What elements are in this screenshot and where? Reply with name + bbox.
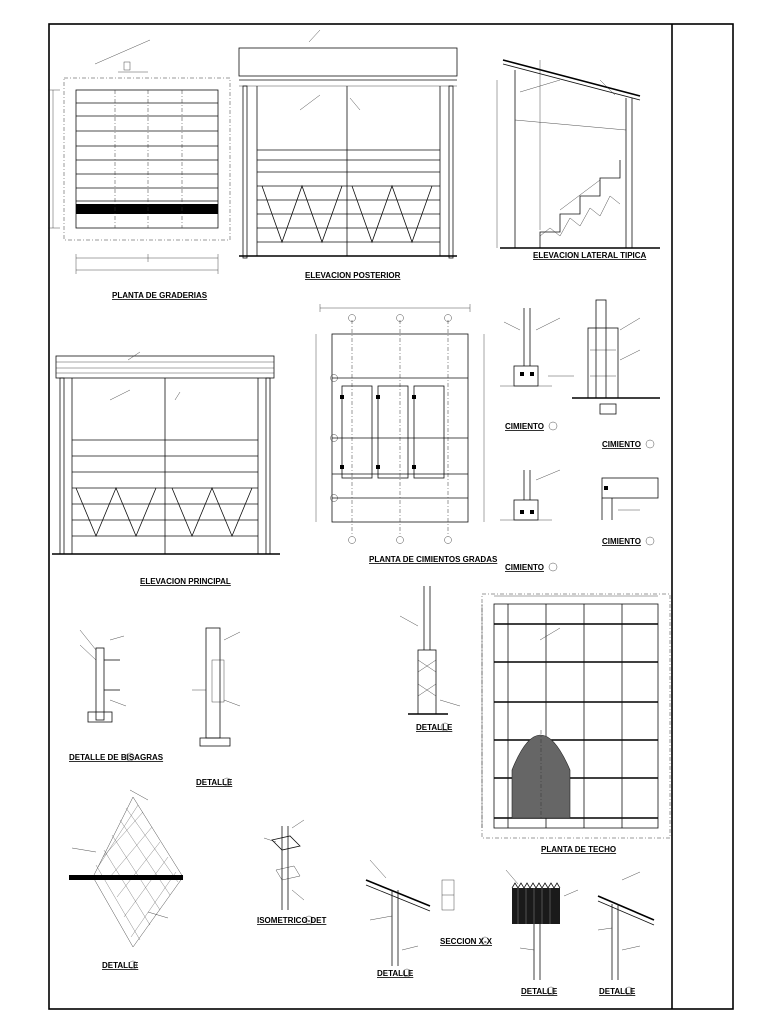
cimiento-1-title: CIMIENTO bbox=[505, 422, 544, 431]
planta-graderias-drawing bbox=[48, 39, 231, 274]
cimiento-detail-3-drawing bbox=[500, 469, 561, 521]
sheet-border bbox=[48, 23, 734, 1010]
cimiento-2-title: CIMIENTO bbox=[602, 440, 641, 449]
elevacion-lateral-title: ELEVACION LATERAL TIPICA bbox=[533, 251, 647, 260]
elevacion-lateral-drawing bbox=[496, 59, 660, 249]
detalle-5-drawing bbox=[597, 871, 655, 980]
seccion-xx-marker bbox=[480, 936, 490, 946]
detalle-1-marker bbox=[222, 777, 232, 787]
detalle-3-marker bbox=[402, 968, 412, 978]
cimiento-2-marker bbox=[645, 439, 655, 449]
detalle-2-title: DETALLE bbox=[416, 723, 453, 732]
detalle-malla-title: DETALLE bbox=[102, 961, 139, 970]
detalle-bisagras-marker bbox=[125, 752, 135, 762]
detalle-malla-marker bbox=[128, 960, 138, 970]
detalle-5-title: DETALLE bbox=[599, 987, 636, 996]
elevacion-posterior-title: ELEVACION POSTERIOR bbox=[305, 271, 401, 280]
detalle-2-drawing bbox=[399, 586, 461, 715]
elevacion-principal-title: ELEVACION PRINCIPAL bbox=[140, 577, 231, 586]
detalle-bisagras-title: DETALLE DE BISAGRAS bbox=[69, 753, 164, 762]
planta-cimientos-drawing bbox=[315, 304, 485, 544]
cimiento-1-marker bbox=[548, 421, 558, 431]
detalle-4-marker bbox=[546, 986, 556, 996]
cimiento-3-marker bbox=[548, 562, 558, 572]
cimiento-detail-1-drawing bbox=[500, 308, 574, 387]
elevacion-principal-drawing bbox=[52, 351, 280, 555]
cimiento-3-title: CIMIENTO bbox=[505, 563, 544, 572]
cimiento-4-title: CIMIENTO bbox=[602, 537, 641, 546]
isometrico-title: ISOMETRICO-DET bbox=[257, 916, 326, 925]
detalle-bisagras-drawing bbox=[79, 629, 127, 723]
cimiento-detail-4-drawing bbox=[601, 477, 659, 520]
detalle-5-marker bbox=[624, 986, 634, 996]
detalle-malla-drawing bbox=[69, 789, 184, 948]
cimiento-4-marker bbox=[645, 536, 655, 546]
detalle-3-title: DETALLE bbox=[377, 969, 414, 978]
elevacion-posterior-drawing bbox=[238, 29, 458, 259]
planta-techo-drawing bbox=[481, 593, 671, 839]
isometrico-drawing bbox=[263, 819, 305, 910]
detalle-2-marker bbox=[440, 722, 450, 732]
planta-cimientos-title: PLANTA DE CIMIENTOS GRADAS bbox=[369, 555, 498, 564]
isometrico-marker bbox=[304, 915, 314, 925]
planta-techo-title: PLANTA DE TECHO bbox=[541, 845, 616, 854]
detalle-4-drawing bbox=[505, 869, 579, 980]
planta-graderias-title: PLANTA DE GRADERIAS bbox=[112, 291, 208, 300]
cimiento-detail-2-drawing bbox=[572, 299, 660, 415]
detalle-4-title: DETALLE bbox=[521, 987, 558, 996]
detalle-1-title: DETALLE bbox=[196, 778, 233, 787]
detalle-1-drawing bbox=[192, 627, 241, 747]
detalle-3-drawing bbox=[365, 859, 455, 966]
seccion-xx-title: SECCION X-X bbox=[440, 937, 493, 946]
